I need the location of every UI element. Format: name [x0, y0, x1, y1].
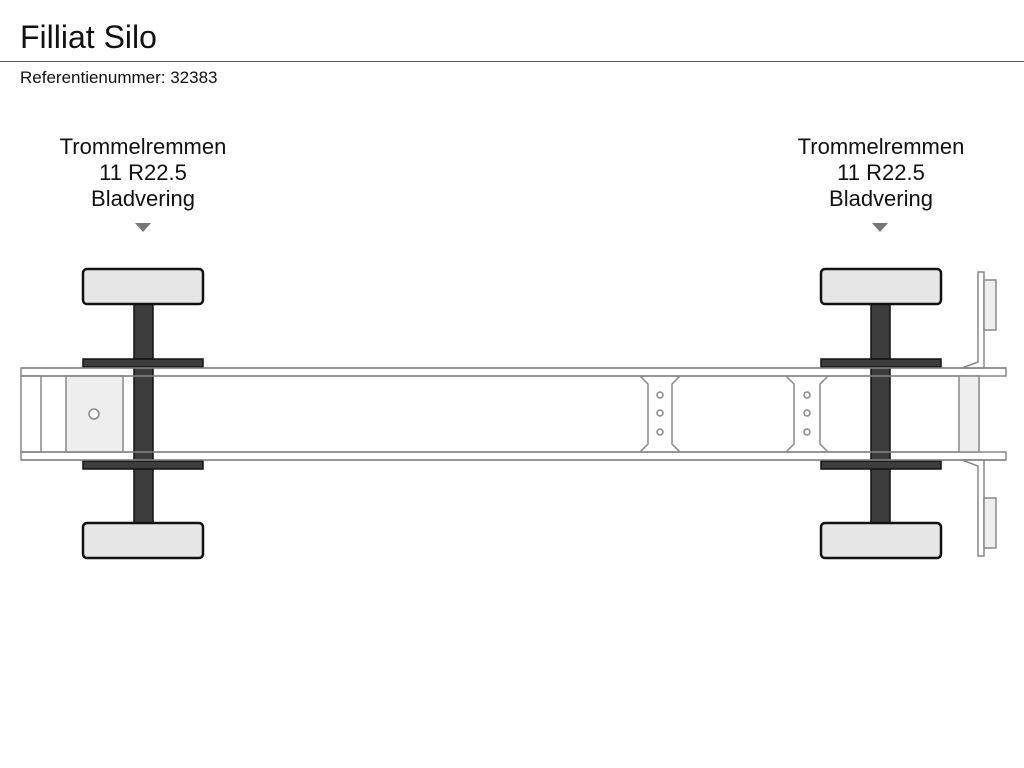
- axle-1-pointer-icon: [135, 223, 151, 232]
- rear-bumper-top: [961, 271, 985, 369]
- rear-light-bottom: [983, 497, 997, 549]
- rear-end-plate: [958, 375, 980, 453]
- front-end-plate: [20, 375, 42, 453]
- axle-1-spring-top: [82, 358, 204, 368]
- axle-1-suspension: Bladvering: [91, 186, 195, 211]
- axle-1-spring-bottom: [82, 460, 204, 470]
- axle-2-pointer-icon: [872, 223, 888, 232]
- rear-bumper-bottom: [961, 459, 985, 557]
- axle-2-spring-top: [820, 358, 942, 368]
- axle-2-tire-type: Trommelremmen: [797, 134, 965, 159]
- axle-label-2: Trommelremmen 11 R22.5 Bladvering: [761, 134, 1001, 212]
- hole-icon: [803, 409, 811, 417]
- hole-icon: [656, 409, 664, 417]
- hole-icon: [803, 391, 811, 399]
- axle-1-tire-bottom: [81, 521, 205, 560]
- axle-1-tire-type: Trommelremmen: [59, 134, 227, 159]
- hole-icon: [656, 391, 664, 399]
- frame-rail-top: [20, 367, 1007, 377]
- frame-overlay: [21, 367, 1006, 461]
- page-title: Filliat Silo: [20, 19, 157, 55]
- reference-number: Referentienummer: 32383: [20, 68, 218, 87]
- axle-2-shaft: [870, 302, 891, 524]
- crossmember-1: [639, 375, 681, 453]
- axle-1-tire-size: 11 R22.5: [99, 160, 187, 185]
- rear-light-top: [983, 279, 997, 331]
- hole-icon: [803, 428, 811, 436]
- axle-2-spring-bottom: [820, 460, 942, 470]
- axle-2-suspension: Bladvering: [829, 186, 933, 211]
- axle-2-tire-bottom: [819, 521, 943, 560]
- crossmember-2: [785, 375, 829, 453]
- kingpin-icon: [88, 408, 100, 420]
- axle-label-1: Trommelremmen 11 R22.5 Bladvering: [23, 134, 263, 212]
- axle-1: [81, 267, 205, 560]
- axle-1-tire-top: [81, 267, 205, 306]
- axle-2-tire-top: [819, 267, 943, 306]
- header: Filliat Silo: [0, 0, 1024, 62]
- axle-2: [819, 267, 943, 560]
- axle-2-tire-size: 11 R22.5: [837, 160, 925, 185]
- axle-1-shaft: [133, 302, 154, 524]
- hole-icon: [656, 428, 664, 436]
- chassis-frame: [20, 271, 1007, 557]
- frame-rail-bottom: [20, 451, 1007, 461]
